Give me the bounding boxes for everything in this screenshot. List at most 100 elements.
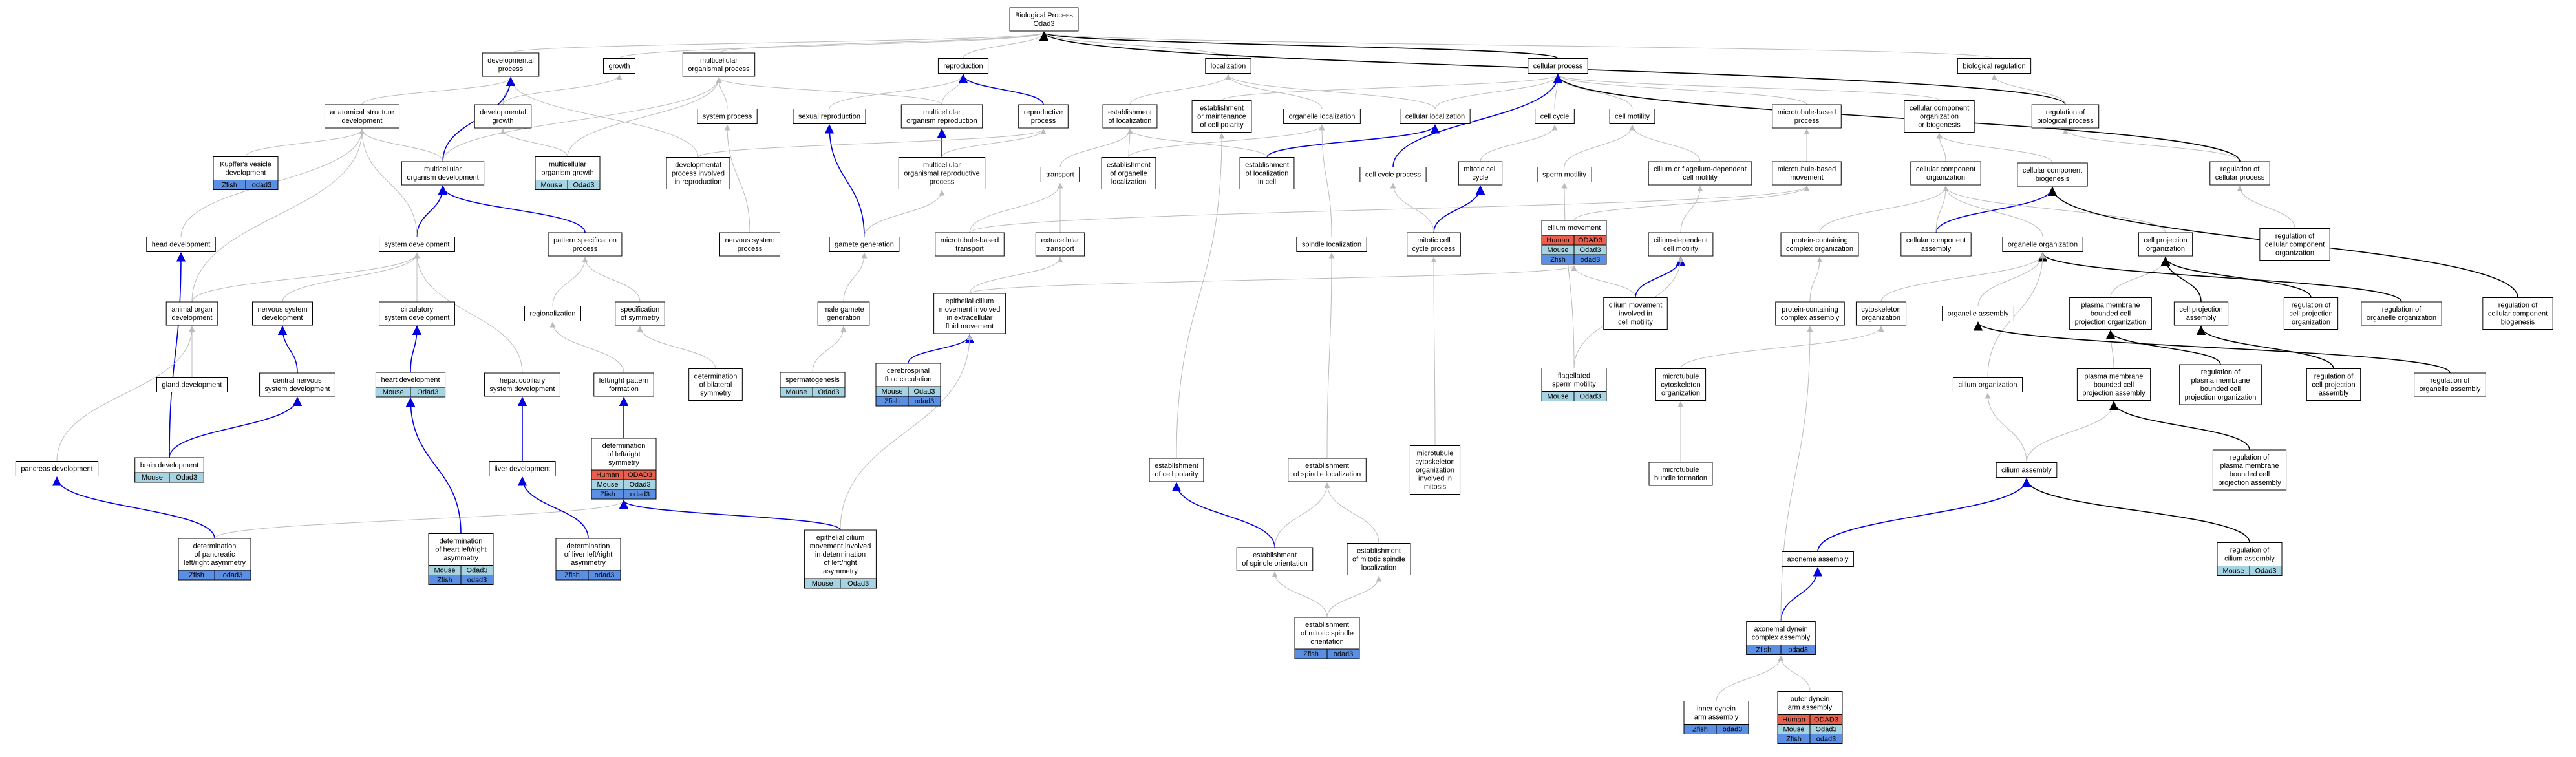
go-term-node-cellmot[interactable]: cell motility <box>1609 109 1655 124</box>
go-term-node-cellproc[interactable]: cellular process <box>1528 58 1588 74</box>
go-term-node-local[interactable]: localization <box>1205 58 1251 74</box>
go-term-node-cellloc[interactable]: cellular localization <box>1400 109 1471 124</box>
go-term-node-ccp[interactable]: cell cycle process <box>1359 167 1427 182</box>
go-term-node-liverdev[interactable]: liver development <box>489 461 556 476</box>
go-term-node-bioreg[interactable]: biological regulation <box>1957 58 2032 74</box>
go-term-node-mtcytoorgmit[interactable]: microtubulecytoskeletonorganizationinvol… <box>1409 445 1461 495</box>
go-term-node-ciliumassembly[interactable]: cilium assembly <box>1996 462 2058 478</box>
go-term-node-sysproc[interactable]: system process <box>697 109 758 124</box>
go-term-node-orgassembly[interactable]: organelle assembly <box>1942 306 2014 321</box>
go-term-node-spindleloc[interactable]: spindle localization <box>1296 237 1367 252</box>
go-term-node-regionalization[interactable]: regionalization <box>524 306 581 321</box>
go-term-node-growth[interactable]: growth <box>602 58 636 74</box>
go-term-node-headdev[interactable]: head development <box>146 237 216 252</box>
go-term-node-gamgen[interactable]: gamete generation <box>829 237 900 252</box>
go-term-node-pancdev[interactable]: pancreas development <box>15 461 99 476</box>
go-term-node-axoneme[interactable]: axoneme assembly <box>1782 551 1854 567</box>
go-term-node-sysdev[interactable]: system development <box>379 237 455 252</box>
go-term-node-spermmot[interactable]: sperm motility <box>1537 167 1592 182</box>
go-term-node-transport[interactable]: transport <box>1040 167 1080 182</box>
go-term-node-orgloc[interactable]: organelle localization <box>1283 109 1361 124</box>
go-term-node-orgorg[interactable]: organelle organization <box>2002 237 2083 252</box>
go-term-node-sexrepro[interactable]: sexual reproduction <box>793 109 866 124</box>
go-term-node-glanddev[interactable]: gland development <box>156 377 228 392</box>
go-term-node-repro[interactable]: reproduction <box>937 58 989 74</box>
go-term-node-ciliumorg[interactable]: cilium organization <box>1952 377 2023 392</box>
